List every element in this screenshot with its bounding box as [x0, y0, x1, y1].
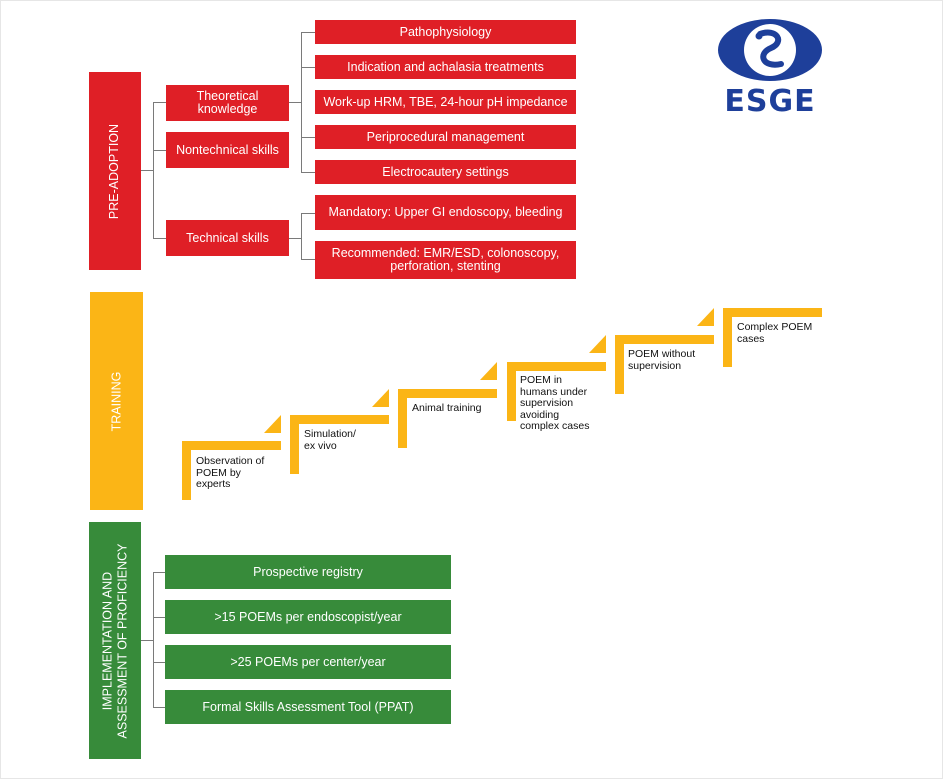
- theory-item-periprocedural: Periprocedural management: [315, 125, 576, 149]
- training-step-2-label: Simulation/ ex vivo: [304, 428, 356, 452]
- esge-logo: ESGE: [715, 18, 825, 119]
- theory-item-pathophysiology: Pathophysiology: [315, 20, 576, 44]
- nontechnical-skills-box: Nontechnical skills: [166, 132, 289, 168]
- theory-item-workup: Work-up HRM, TBE, 24-hour pH impedance: [315, 90, 576, 114]
- pre-adoption-phase: PRE-ADOPTION: [89, 72, 141, 270]
- technical-item-mandatory: Mandatory: Upper GI endoscopy, bleeding: [315, 195, 576, 230]
- training-phase: TRAINING: [90, 292, 143, 510]
- theory-item-electrocautery: Electrocautery settings: [315, 160, 576, 184]
- implementation-phase: IMPLEMENTATION AND ASSESSMENT OF PROFICI…: [89, 522, 141, 759]
- impl-item-center: >25 POEMs per center/year: [165, 645, 451, 679]
- training-step-6-label: Complex POEM cases: [737, 321, 813, 345]
- impl-item-endoscopist: >15 POEMs per endoscopist/year: [165, 600, 451, 634]
- training-label: TRAINING: [109, 371, 124, 431]
- training-step-1-label: Observation of POEM by experts: [196, 455, 265, 490]
- pre-adoption-label: PRE-ADOPTION: [107, 123, 122, 219]
- training-step-4-label: POEM in humans under supervision avoidin…: [520, 374, 590, 432]
- training-step-5-label: POEM without supervision: [628, 348, 696, 372]
- esge-logo-text: ESGE: [724, 84, 816, 119]
- training-step-3-label: Animal training: [412, 402, 482, 414]
- technical-skills-box: Technical skills: [166, 220, 289, 256]
- esge-logo-icon: [718, 19, 822, 81]
- impl-item-registry: Prospective registry: [165, 555, 451, 589]
- theory-item-indication: Indication and achalasia treatments: [315, 55, 576, 79]
- implementation-label: IMPLEMENTATION AND ASSESSMENT OF PROFICI…: [100, 543, 130, 738]
- technical-item-recommended: Recommended: EMR/ESD, colonoscopy, perfo…: [315, 241, 576, 279]
- impl-item-ppat: Formal Skills Assessment Tool (PPAT): [165, 690, 451, 724]
- theoretical-knowledge-box: Theoretical knowledge: [166, 85, 289, 121]
